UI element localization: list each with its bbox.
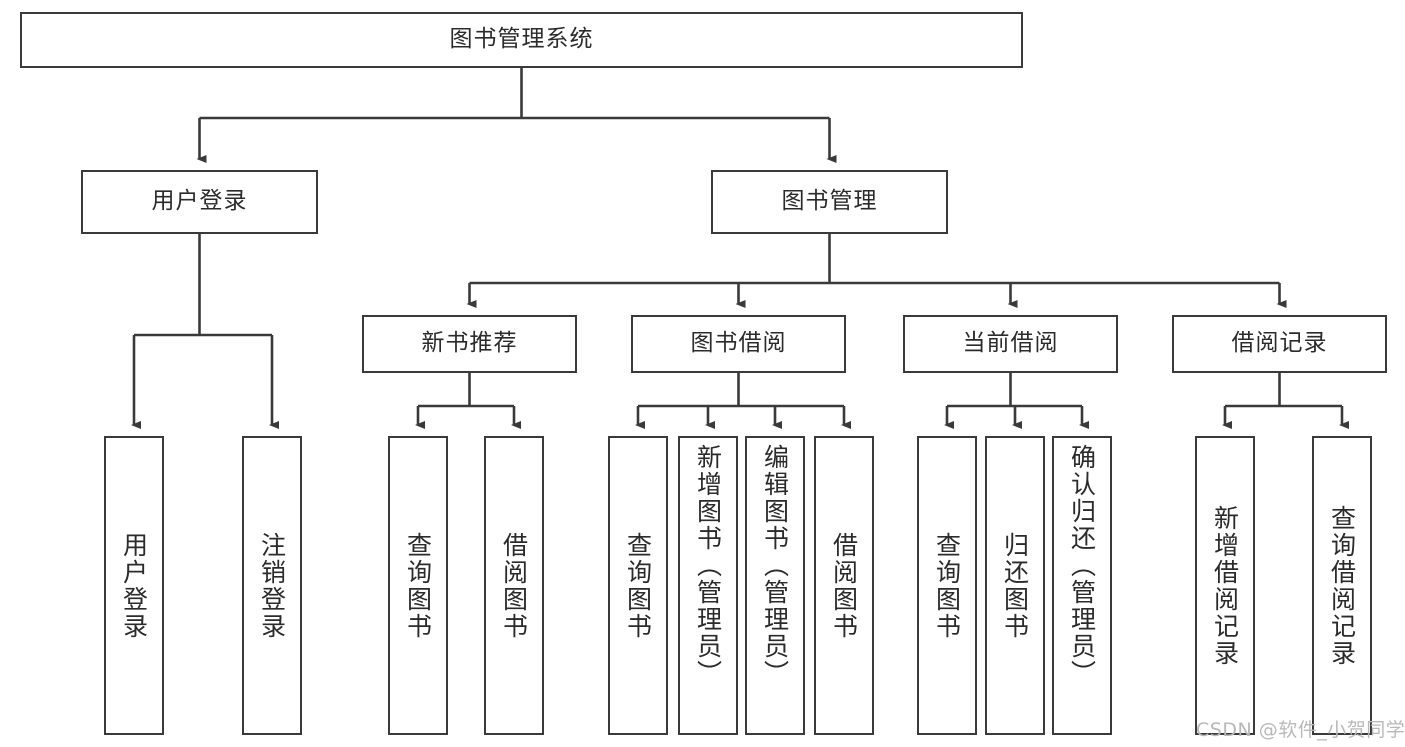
node-leaf-user-logout[interactable]: 注销登录	[242, 436, 302, 735]
node-borrow-record-label: 借阅记录	[1231, 330, 1328, 357]
node-leaf-return-book-label: 归还图书	[1000, 531, 1030, 640]
node-user-login[interactable]: 用户登录	[81, 170, 318, 234]
node-leaf-add-book-label: 新增图书（管理员）	[693, 444, 723, 687]
node-book-manage[interactable]: 图书管理	[711, 170, 948, 234]
node-leaf-confirm-return[interactable]: 确认归还（管理员）	[1052, 436, 1112, 735]
node-leaf-borrow-book-1-label: 借阅图书	[499, 531, 529, 640]
node-leaf-return-book[interactable]: 归还图书	[985, 436, 1045, 735]
node-leaf-query-book-3[interactable]: 查询图书	[917, 436, 977, 735]
connector-bus	[638, 373, 844, 408]
node-leaf-user-logout-label: 注销登录	[257, 531, 287, 640]
connector-bus	[947, 373, 1082, 408]
node-leaf-add-book[interactable]: 新增图书（管理员）	[678, 436, 738, 735]
node-leaf-query-book-2[interactable]: 查询图书	[608, 436, 668, 735]
connector-bus	[199, 68, 830, 120]
node-book-borrow-label: 图书借阅	[690, 330, 787, 357]
node-leaf-edit-book-label: 编辑图书（管理员）	[760, 444, 790, 687]
csdn-watermark: CSDN @软件_小贺同学	[1196, 719, 1405, 741]
node-leaf-query-book-1-label: 查询图书	[403, 531, 433, 640]
node-leaf-add-record[interactable]: 新增借阅记录	[1195, 436, 1255, 735]
node-root[interactable]: 图书管理系统	[20, 12, 1023, 68]
node-leaf-borrow-book-2-label: 借阅图书	[829, 531, 859, 640]
node-book-borrow[interactable]: 图书借阅	[631, 315, 846, 373]
connector-bus	[418, 373, 514, 408]
node-leaf-query-book-3-label: 查询图书	[932, 531, 962, 640]
node-leaf-add-record-label: 新增借阅记录	[1210, 504, 1240, 667]
node-new-book-recommend[interactable]: 新书推荐	[362, 315, 577, 373]
node-user-login-label: 用户登录	[151, 188, 248, 215]
connector-bus	[469, 234, 1280, 285]
node-current-borrow[interactable]: 当前借阅	[903, 315, 1118, 373]
node-leaf-borrow-book-1[interactable]: 借阅图书	[484, 436, 544, 735]
node-leaf-edit-book[interactable]: 编辑图书（管理员）	[745, 436, 805, 735]
node-leaf-query-book-1[interactable]: 查询图书	[388, 436, 448, 735]
node-book-manage-label: 图书管理	[781, 188, 878, 215]
connector-bus	[134, 234, 272, 337]
node-leaf-query-record[interactable]: 查询借阅记录	[1312, 436, 1372, 735]
connector-bus	[1225, 373, 1342, 408]
node-leaf-user-login-label: 用户登录	[119, 531, 149, 640]
node-new-book-recommend-label: 新书推荐	[421, 330, 518, 357]
node-leaf-user-login[interactable]: 用户登录	[104, 436, 164, 735]
node-leaf-query-book-2-label: 查询图书	[623, 531, 653, 640]
node-leaf-borrow-book-2[interactable]: 借阅图书	[814, 436, 874, 735]
node-borrow-record[interactable]: 借阅记录	[1172, 315, 1387, 373]
node-leaf-query-record-label: 查询借阅记录	[1327, 504, 1357, 667]
node-root-label: 图书管理系统	[449, 26, 594, 53]
node-leaf-confirm-return-label: 确认归还（管理员）	[1067, 444, 1097, 687]
node-current-borrow-label: 当前借阅	[962, 330, 1059, 357]
